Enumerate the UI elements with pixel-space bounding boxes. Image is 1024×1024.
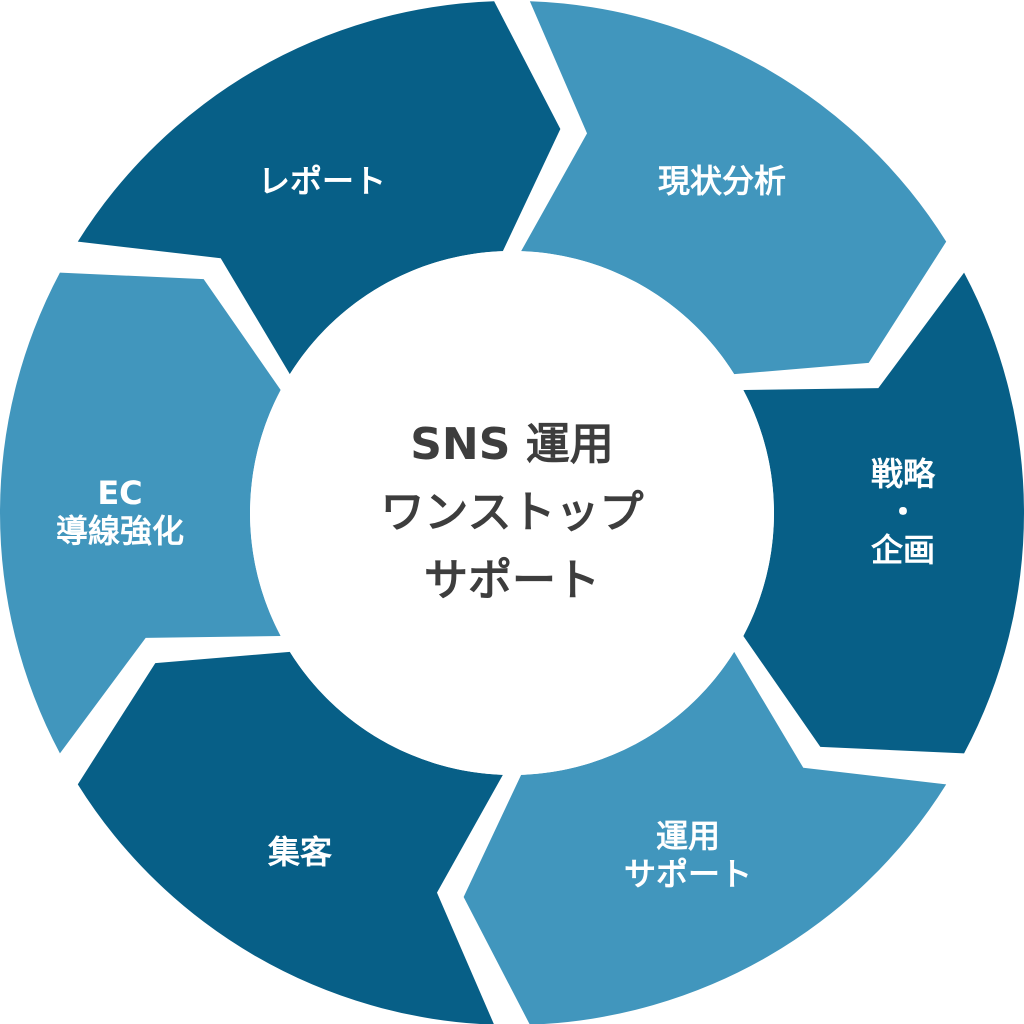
segment-label-operation-support: 運用 サポート (623, 817, 753, 893)
segment-label-current-analysis: 現状分析 (657, 162, 787, 200)
cycle-segment-customer-acquisition (77, 651, 503, 1024)
center-circle (250, 251, 774, 775)
cycle-segment-report (77, 1, 561, 375)
center-title: SNS 運用 ワンストップ サポート (380, 419, 644, 606)
cycle-segment-strategy-planning (743, 272, 1024, 754)
segment-label-customer-acquisition: 集客 (267, 833, 333, 871)
segment-label-ec-funnel: EC 導線強化 (55, 474, 185, 550)
cycle-segment-ec-funnel (0, 272, 281, 754)
cycle-segment-current-analysis (521, 1, 947, 375)
cycle-segment-operation-support (463, 651, 947, 1024)
segment-label-strategy-planning: 戦略 ・ 企画 (870, 455, 936, 569)
segment-label-report: レポート (257, 162, 387, 200)
